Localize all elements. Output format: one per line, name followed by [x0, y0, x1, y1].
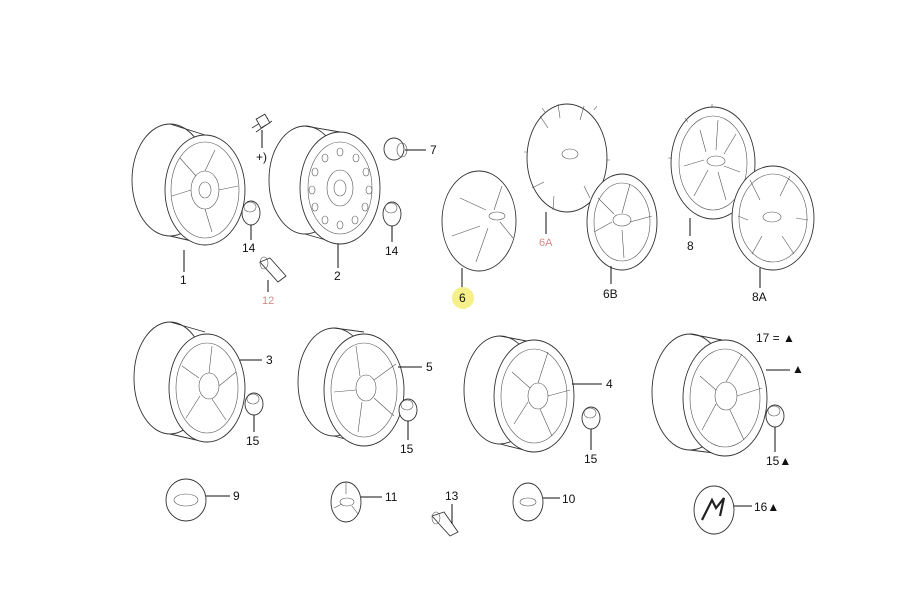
- alloy-wheel-part-3: [133, 321, 262, 443]
- label-triangle: ▲: [792, 362, 804, 376]
- alloy-wheel-part-4: [463, 335, 602, 453]
- lug-nut-icon-5: [581, 406, 601, 450]
- label-part-4: 4: [606, 377, 613, 391]
- label-part-8a: 8A: [752, 290, 767, 304]
- hubcap-part-6b: [586, 173, 658, 284]
- label-part-3: 3: [266, 353, 273, 367]
- label-part-8: 8: [687, 239, 694, 253]
- centre-cap-part-11: [330, 481, 382, 523]
- label-part-6a: 6A: [539, 237, 553, 249]
- lug-nut-icon-6: [765, 404, 785, 452]
- label-part-9: 9: [233, 489, 240, 503]
- label-part-16: 16▲: [754, 500, 779, 514]
- label-part-15-c: 15: [584, 452, 598, 466]
- label-part-12: 12: [262, 295, 274, 307]
- wheel-bolt-icon: [251, 113, 273, 148]
- wheel-part-2: [268, 125, 381, 268]
- label-part-15-b: 15: [400, 442, 414, 456]
- label-part-6b: 6B: [603, 287, 618, 301]
- lug-nut-icon-2: [382, 201, 402, 242]
- label-part-13: 13: [445, 489, 459, 503]
- alloy-wheel-part-17: [651, 333, 790, 457]
- hubcap-part-6a: [524, 103, 610, 234]
- hubcap-part-8: [668, 104, 756, 236]
- alloy-wheel-part-5: [297, 327, 422, 447]
- highlight-marker: [452, 287, 474, 309]
- wheel-part-1: [131, 123, 246, 272]
- label-part-10: 10: [562, 492, 576, 506]
- nut-cap-icon: [383, 137, 426, 161]
- label-part-14-right: 14: [385, 244, 399, 258]
- label-part-11: 11: [385, 490, 398, 504]
- hubcap-part-6: [441, 170, 517, 290]
- label-part-7: 7: [430, 143, 437, 157]
- hubcap-part-8a: [731, 165, 815, 288]
- label-part-6: 6: [459, 291, 466, 305]
- lug-nut-icon-4: [398, 398, 418, 440]
- label-part-14-left: 14: [242, 241, 256, 255]
- label-part-5: 5: [426, 360, 433, 374]
- valve-stem-icon-2: [431, 504, 459, 537]
- centre-cap-part-16: [693, 485, 752, 535]
- label-part-2: 2: [334, 269, 341, 283]
- label-part-17: 17 = ▲: [756, 331, 795, 345]
- centre-cap-part-10: [512, 482, 560, 522]
- valve-stem-icon: [259, 256, 287, 292]
- label-part-15-a: 15: [246, 434, 260, 448]
- label-note: +): [256, 150, 267, 164]
- centre-cap-part-9: [165, 478, 230, 522]
- label-part-15-d: 15▲: [766, 454, 791, 468]
- lug-nut-icon-3: [244, 392, 264, 432]
- label-part-1: 1: [180, 273, 187, 287]
- lug-nut-icon: [241, 200, 261, 240]
